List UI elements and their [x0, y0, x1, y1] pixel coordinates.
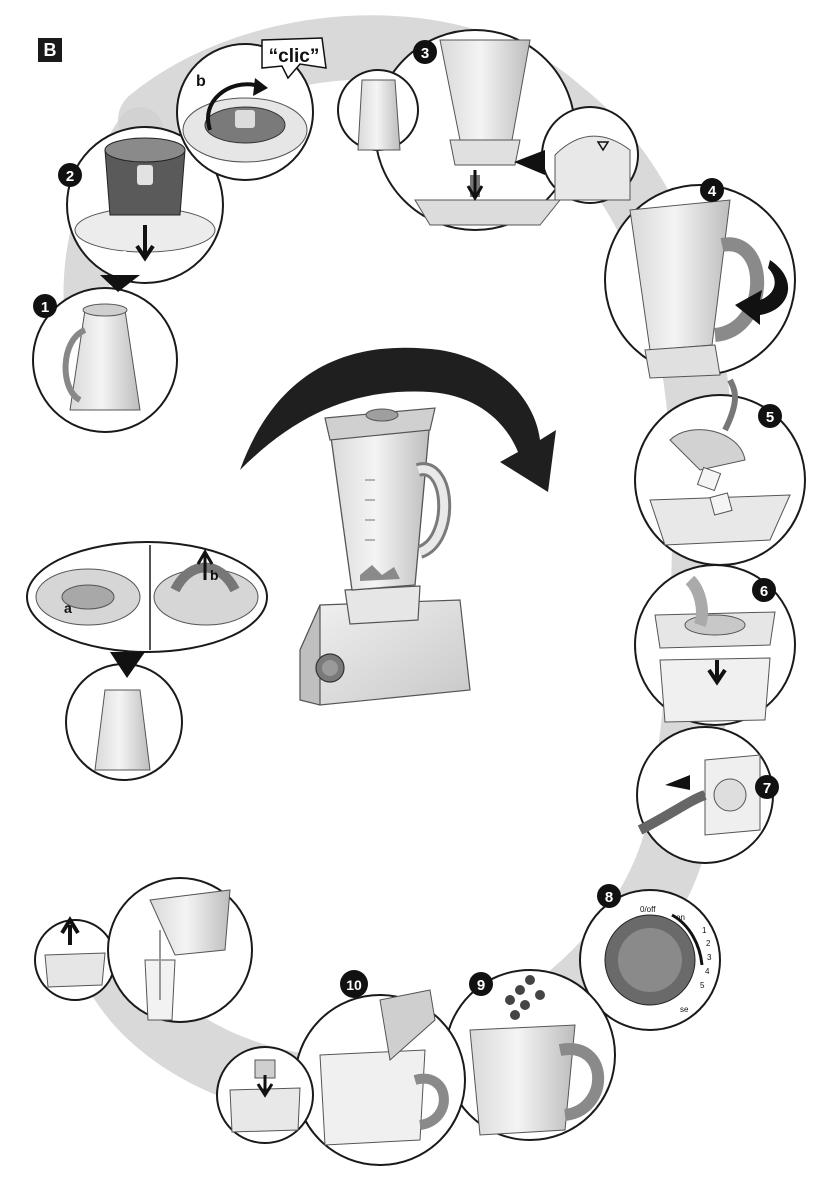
callout-b-top: b	[196, 73, 206, 90]
step-8-number: 8	[605, 889, 613, 906]
step-10-number: 10	[346, 977, 362, 993]
step-8-badge: 8	[597, 884, 621, 908]
step-5-badge: 5	[758, 404, 782, 428]
blender-illustration	[300, 408, 470, 705]
step-2-badge: 2	[58, 163, 82, 187]
dial-speed-4: 4	[705, 967, 710, 976]
dial-speed-3: 3	[707, 953, 712, 962]
callout-a-disassembly: a	[64, 600, 72, 616]
dial-on-label: on	[676, 913, 685, 922]
step-2-number: 2	[66, 168, 74, 185]
step-9-number: 9	[477, 977, 485, 994]
step-1-badge: 1	[33, 294, 57, 318]
dial-speed-1: 1	[702, 926, 707, 935]
step-7-panel	[637, 727, 773, 863]
step-4-number: 4	[708, 183, 717, 200]
step-5-number: 5	[766, 409, 774, 426]
step-1-number: 1	[41, 299, 49, 316]
step-6-number: 6	[760, 583, 768, 600]
callout-b-disassembly: b	[210, 567, 219, 583]
step-7-number: 7	[763, 780, 771, 797]
clic-callout: “clic”	[269, 46, 320, 67]
dial-speed-2: 2	[706, 939, 711, 948]
step-9-badge: 9	[469, 972, 493, 996]
step-5-panel	[635, 380, 805, 565]
dial-speed-5: 5	[700, 981, 705, 990]
step-6-badge: 6	[752, 578, 776, 602]
serve-panel	[35, 878, 252, 1022]
dial-off-label: 0/off	[640, 905, 656, 914]
step-4-panel	[605, 185, 795, 378]
step-10-panel	[217, 990, 465, 1165]
disassembly-panel	[27, 542, 267, 780]
step-7-badge: 7	[755, 775, 779, 799]
step-9-panel	[445, 970, 615, 1140]
callout-a-step2: a	[120, 246, 129, 263]
step-3-badge: 3	[413, 40, 437, 64]
step-10-badge: 10	[340, 970, 368, 998]
step-4-badge: 4	[700, 178, 724, 202]
step-3-number: 3	[421, 45, 429, 62]
dial-pulse-label: se	[680, 1005, 689, 1014]
